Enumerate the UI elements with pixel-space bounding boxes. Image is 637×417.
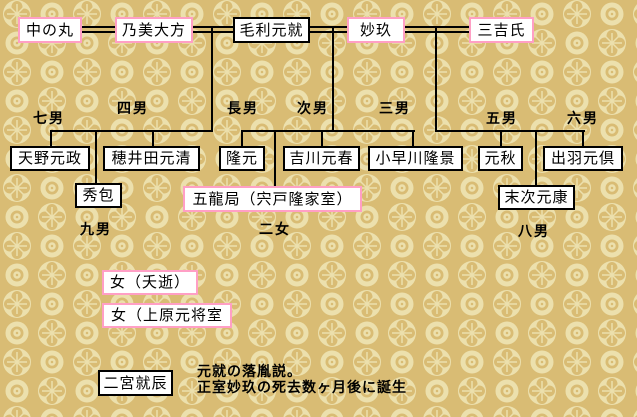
person-box-daughter-uehara: 女（上原元将室 — [102, 303, 232, 328]
person-box-ninomiya-naritoki: 二宮就辰 — [98, 370, 173, 396]
marriage-line-motonari-myokyu — [310, 26, 347, 33]
person-box-hoida-motokiyo: 穂井田元清 — [103, 146, 200, 171]
birth-order-label-4th-son: 四男 — [117, 101, 149, 117]
sibling-line-miyoshi-group — [435, 130, 585, 132]
birth-order-label-2nd-son: 次男 — [297, 101, 329, 117]
drop-line-kobayakawa — [412, 130, 414, 148]
sibling-line-nomi-group — [50, 130, 213, 132]
birth-order-label-8th-son: 八男 — [518, 224, 550, 240]
birth-order-label-3rd-son: 三男 — [379, 101, 411, 117]
drop-line-amano — [50, 130, 52, 148]
marriage-line-nakanomaru-nomi — [82, 26, 115, 33]
birth-order-label-7th-son: 七男 — [33, 111, 65, 127]
marriage-line-myokyu-miyoshi — [405, 26, 469, 33]
marriage-line-nomi-motonari — [193, 26, 233, 33]
birth-order-label-6th-son: 六男 — [567, 111, 599, 127]
drop-line-takamoto — [241, 130, 243, 148]
person-box-nomi-no-okata: 乃美大方 — [115, 17, 193, 43]
person-box-amano-motomasa: 天野元政 — [10, 146, 90, 171]
person-box-hidekane: 秀包 — [75, 183, 122, 208]
drop-line-goryu — [274, 130, 276, 188]
person-box-nakanomaru: 中の丸 — [18, 17, 82, 43]
person-box-motoaki: 元秋 — [478, 146, 523, 171]
person-box-goryu-no-tsubone: 五龍局（宍戸隆家室） — [183, 186, 362, 212]
sibling-line-myokyu-group — [242, 130, 415, 132]
descent-line-nomi-children — [211, 28, 213, 132]
drop-line-izuha — [582, 130, 584, 148]
drop-line-kikkawa — [321, 130, 323, 148]
drop-line-hidekane — [95, 130, 97, 185]
person-box-izuha-mototomo: 出羽元倶 — [543, 146, 623, 171]
drop-line-suetsugu — [535, 130, 537, 187]
person-box-suetsugu-motoyasu: 末次元康 — [498, 185, 575, 210]
person-box-mori-motonari: 毛利元就 — [233, 17, 310, 43]
birth-order-label-1st-son: 長男 — [227, 101, 259, 117]
person-box-daughter-early-death: 女（夭逝） — [102, 270, 198, 295]
drop-line-hoida — [152, 130, 154, 148]
person-box-takamoto: 隆元 — [219, 146, 265, 171]
descent-line-miyoshi-children — [435, 28, 437, 132]
person-box-miyoshi-clan: 三吉氏 — [469, 17, 534, 43]
birth-order-label-9th-son: 九男 — [80, 222, 112, 238]
person-box-myokyu: 妙玖 — [347, 17, 405, 43]
person-box-kobayakawa-takakage: 小早川隆景 — [368, 146, 463, 171]
annotation-note: 元就の落胤説。 正室妙玖の死去数ヶ月後に誕生 — [197, 364, 407, 396]
annotation-note-line2: 正室妙玖の死去数ヶ月後に誕生 — [197, 380, 407, 396]
descent-line-myokyu-children — [332, 28, 334, 132]
annotation-note-line1: 元就の落胤説。 — [197, 364, 302, 380]
birth-order-label-2nd-daughter: 二女 — [259, 222, 291, 238]
drop-line-motoaki — [500, 130, 502, 148]
birth-order-label-5th-son: 五男 — [486, 111, 518, 127]
person-box-kikkawa-motoharu: 吉川元春 — [283, 146, 360, 171]
